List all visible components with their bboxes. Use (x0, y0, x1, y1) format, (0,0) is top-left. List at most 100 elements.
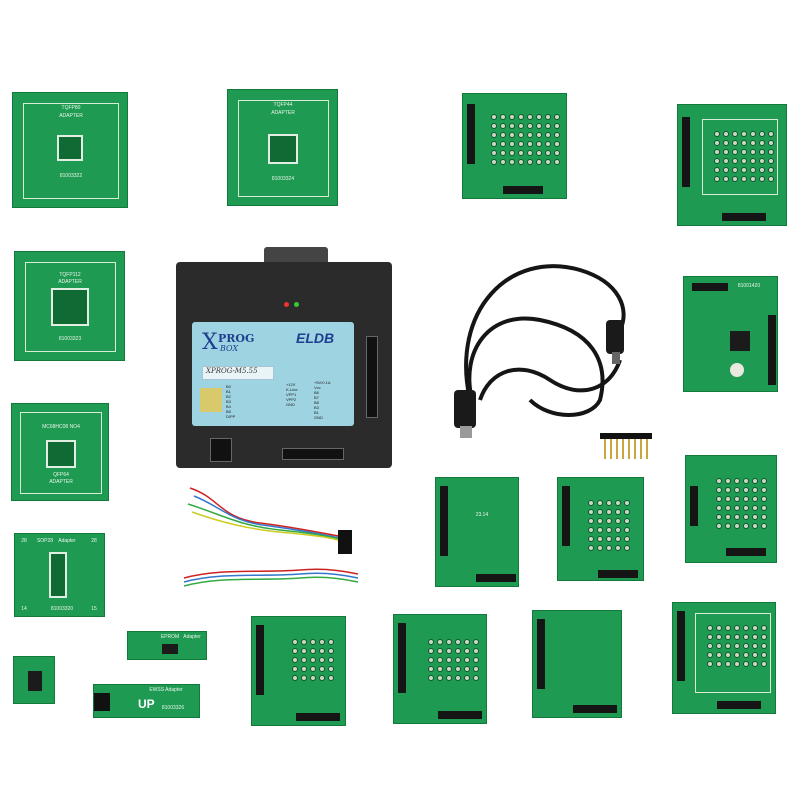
pin-header (726, 548, 766, 556)
edge-connector (94, 693, 110, 711)
sop28-label: SOP28 (36, 538, 54, 544)
pin-header (717, 701, 761, 709)
pin-header (438, 711, 482, 719)
up-code: 81003326 (161, 705, 185, 711)
sop28-pin-right: 28 (91, 538, 97, 544)
qfp64-sublabel: ADAPTER (49, 479, 73, 485)
qfp64-adapter-board: MC68HC08 NO4 QFP64 ADAPTER (11, 403, 109, 501)
socket-holes (491, 114, 560, 165)
qfp-chip (730, 331, 750, 351)
eprom-label: EPROM (160, 634, 180, 640)
tqfp80-socket (57, 135, 83, 161)
pin-header-pins (604, 439, 650, 459)
up-title: EWSS Adapter (149, 687, 183, 693)
socket-outline (695, 613, 771, 693)
pin-header (562, 486, 570, 546)
adapter-code: 23.14 (475, 512, 489, 518)
eprom-sublabel: Adapter (183, 634, 201, 640)
pin-header (440, 486, 448, 556)
wire-harness (183, 487, 359, 587)
plcc-adapter-board-9 (672, 602, 776, 714)
plcc-adapter-board-3: 23.14 (435, 477, 519, 587)
logo-prog: PROG (218, 332, 255, 345)
pin-header (296, 713, 340, 721)
qfp64-socket (46, 440, 76, 468)
qfp64-title: MC68HC08 NO4 (42, 424, 80, 430)
tqfp44-code: 81003324 (271, 176, 295, 182)
plcc-adapter-board-4 (557, 477, 644, 581)
socket-holes (428, 639, 479, 681)
pin-header (677, 611, 685, 681)
pin-header (692, 283, 728, 291)
chip-adapter-board: 81001420 (683, 276, 778, 392)
pin-header (476, 574, 516, 582)
pin-header (722, 213, 766, 221)
up-label: UP (138, 697, 155, 711)
crystal (730, 363, 744, 377)
pin-header (598, 570, 638, 578)
model-field (202, 366, 274, 380)
plcc-adapter-board-5 (685, 455, 777, 563)
tqfp112-code: 81003323 (58, 336, 82, 342)
pin-header (573, 705, 617, 713)
tqfp80-sublabel: ADAPTER (59, 113, 83, 119)
tqfp112-socket (51, 288, 89, 326)
pin-header (768, 315, 776, 385)
eprom-adapter-board: EPROM Adapter (127, 631, 207, 660)
logo-box: BOX (220, 344, 239, 353)
dip-switch-block (200, 388, 222, 412)
tqfp112-adapter-board: TQFP112 ADAPTER 81003323 (14, 251, 125, 361)
socket-outline (702, 119, 778, 195)
pin-header (690, 486, 698, 526)
tqfp44-adapter-board: TQFP44 ADAPTER 81003324 (227, 89, 338, 206)
bottom-pin-header (282, 448, 344, 460)
sop28-adapter-board: SOP28 Adapter 28 28 81003320 14 15 (14, 533, 105, 617)
sop28-sublabel: Adapter (58, 538, 76, 544)
pin-header (398, 623, 406, 693)
pin-header (537, 619, 545, 689)
logo-x: X (202, 330, 218, 355)
plcc-adapter-board-6 (251, 616, 346, 726)
socket-holes (588, 500, 630, 551)
small-soic-adapter-board (13, 656, 55, 704)
tqfp112-label: TQFP112 (59, 272, 81, 278)
side-pin-header (366, 336, 378, 418)
pin-header-strip (600, 433, 652, 439)
sop28-pin-left: 28 (21, 538, 27, 544)
plcc-adapter-board-7 (393, 614, 487, 724)
model-label: XPROG-M5.55 (206, 367, 258, 375)
qfp64-label: QFP64 (53, 472, 69, 478)
plcc-adapter-board-2 (677, 104, 787, 226)
sop28-pin-b1: 14 (21, 606, 27, 612)
tqfp80-adapter-board: TQFP80 ADAPTER 81003322 (12, 92, 128, 208)
sop28-pin-b2: 15 (91, 606, 97, 612)
soic-chip (28, 671, 42, 691)
tqfp80-code: 81003322 (59, 173, 83, 179)
sop28-socket (49, 552, 67, 598)
pin-header (682, 117, 690, 187)
sop28-code: 81003320 (50, 606, 74, 612)
plcc-adapter-board-1 (462, 93, 567, 199)
socket-holes (707, 625, 767, 667)
plcc-adapter-board-8 (532, 610, 622, 718)
tqfp44-sublabel: ADAPTER (271, 110, 295, 116)
pin-header (467, 104, 475, 164)
small-pin-header (210, 438, 232, 462)
socket-holes (292, 639, 334, 681)
led-green (294, 302, 299, 307)
board-outline (238, 100, 329, 197)
tqfp112-sublabel: ADAPTER (58, 279, 82, 285)
board-outline (23, 103, 119, 199)
tqfp44-socket (268, 134, 298, 164)
tqfp80-label: TQFP80 (61, 105, 81, 111)
led-red (284, 302, 289, 307)
socket-holes (716, 478, 767, 529)
adapter-code: 81001420 (737, 283, 761, 289)
eprom-chip (162, 644, 178, 654)
pin-header (503, 186, 543, 194)
socket-holes (714, 131, 774, 182)
